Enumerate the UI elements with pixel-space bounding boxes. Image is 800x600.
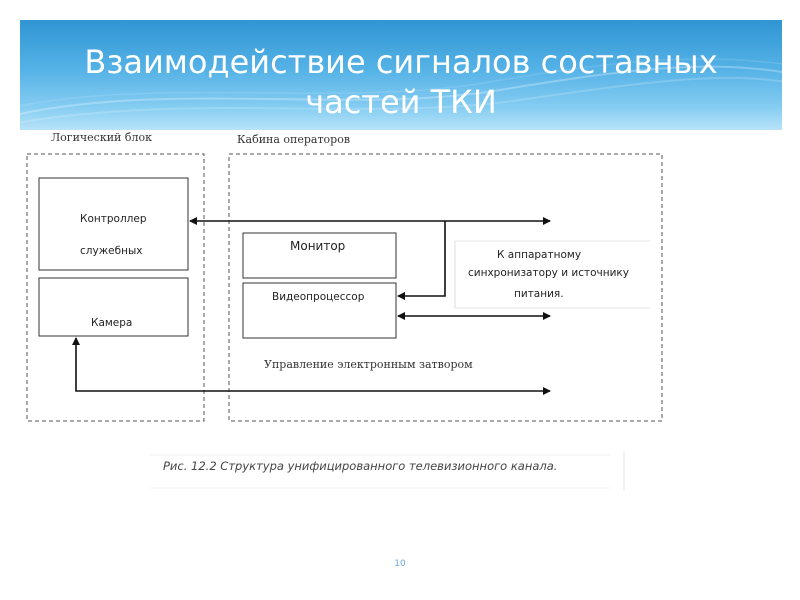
controller-label-line2: служебных xyxy=(80,245,142,257)
shutter-control-label: Управление электронным затвором xyxy=(264,358,473,371)
external-note-line1: К аппаратному xyxy=(497,249,581,261)
shutter-control-arrow xyxy=(72,337,551,395)
banner-wave-decoration xyxy=(20,58,782,124)
video-processor-block xyxy=(242,282,397,339)
external-note-line3: питания. xyxy=(514,288,564,300)
video-processor-label: Видеопроцессор xyxy=(272,291,365,303)
video-processor-feed-arrow xyxy=(397,221,446,300)
page-number: 10 xyxy=(394,559,406,569)
external-note-line2: синхронизатору и источнику xyxy=(468,267,629,279)
controller-label-line1: Контроллер xyxy=(80,213,147,225)
camera-label: Камера xyxy=(91,317,132,329)
camera-block xyxy=(38,277,189,337)
operator-cabin-label: Кабина операторов xyxy=(237,133,350,146)
logic-block-group xyxy=(26,153,205,422)
slide-title: Взаимодействие сигналов составных частей… xyxy=(84,43,718,121)
figure-caption: Рис. 12.2 Структура унифицированного тел… xyxy=(163,459,558,473)
monitor-block xyxy=(242,232,397,279)
title-banner xyxy=(20,20,782,130)
white-overlay-box xyxy=(488,172,616,207)
logic-block-label: Логический блок xyxy=(51,131,152,144)
monitor-label: Монитор xyxy=(290,239,345,253)
controller-block xyxy=(38,177,189,271)
